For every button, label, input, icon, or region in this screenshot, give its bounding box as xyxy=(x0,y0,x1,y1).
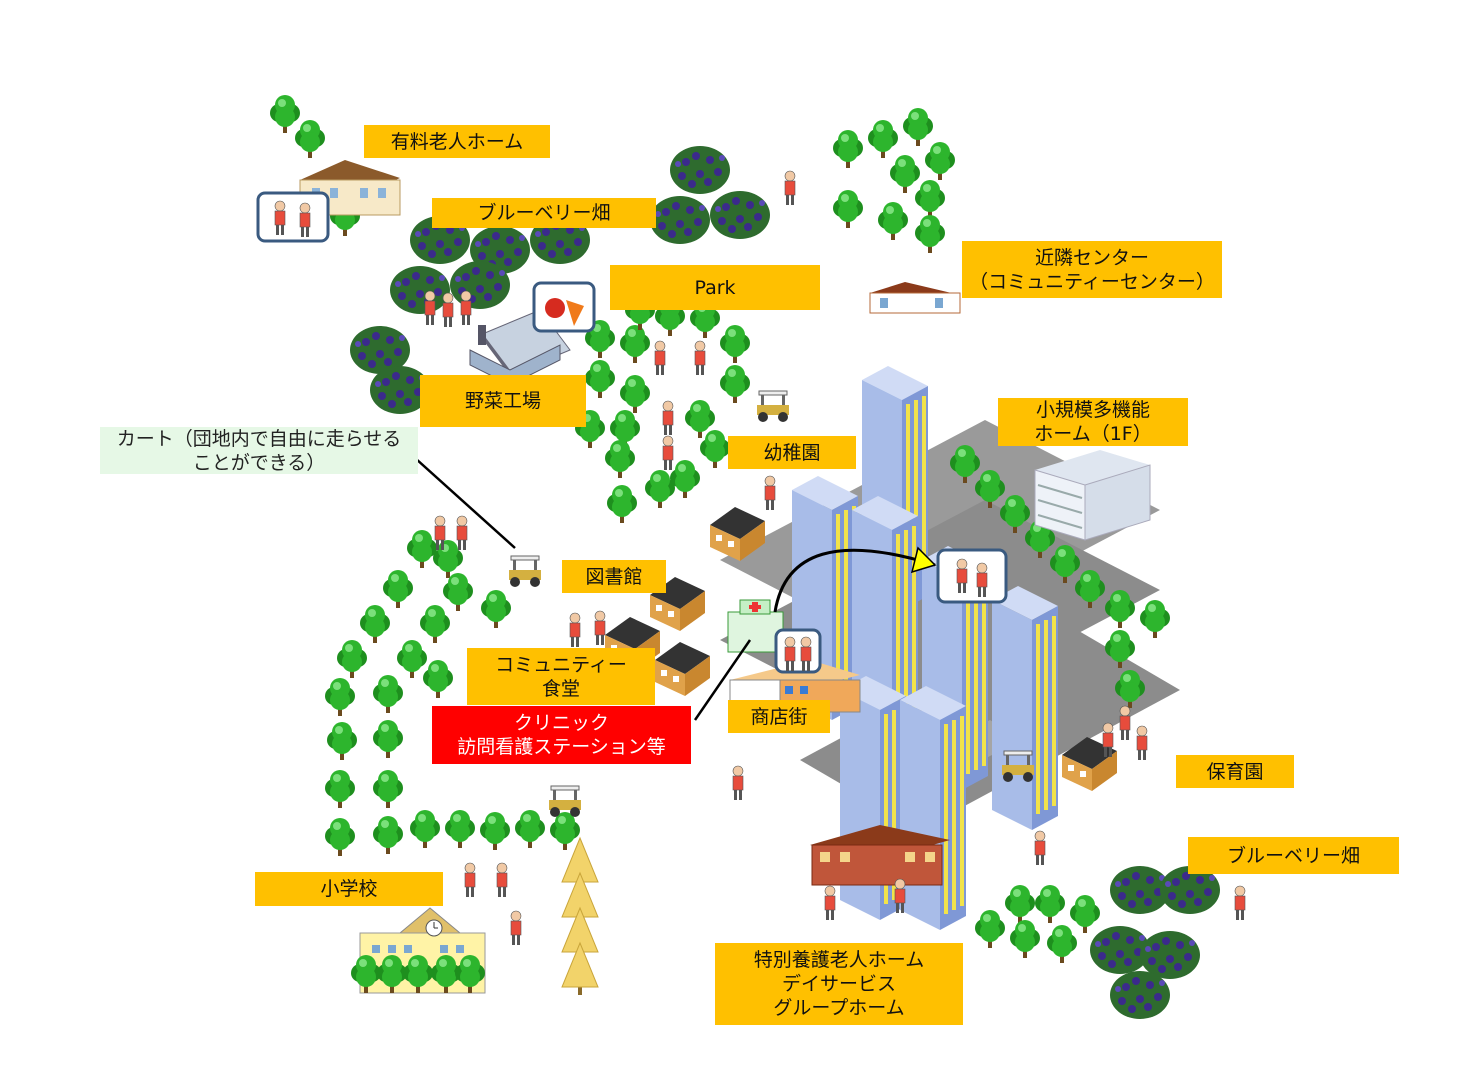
label-neighborhood-center: 近隣センター （コミュニティーセンター） xyxy=(962,241,1222,298)
label-paid-nursing-home: 有料老人ホーム xyxy=(364,125,550,158)
label-vegetable-factory: 野菜工場 xyxy=(420,375,586,427)
label-community-dining: コミュニティー 食堂 xyxy=(467,648,655,705)
special-nursing-home-building xyxy=(810,825,950,886)
label-small-multifunction-home: 小規模多機能 ホーム（1F） xyxy=(998,398,1188,446)
elementary-school-building xyxy=(351,907,486,994)
label-elementary-school: 小学校 xyxy=(255,872,443,906)
clinic-building xyxy=(727,599,784,653)
blueberry-field-bottom xyxy=(1090,866,1220,1019)
neighborhood-center-building xyxy=(869,282,961,314)
vegetables-icon xyxy=(532,281,596,333)
label-blueberry-field-bottom: ブルーベリー畑 xyxy=(1188,837,1399,874)
label-nursery: 保育園 xyxy=(1176,755,1294,788)
doctor-icon-clinic xyxy=(774,628,822,674)
resident-icon-nursing-home xyxy=(256,191,330,243)
small-multifunction-home-building xyxy=(1034,450,1151,541)
connector-lines xyxy=(404,448,752,721)
ginkgo-trees xyxy=(561,837,599,996)
label-clinic: クリニック 訪問看護ステーション等 xyxy=(432,706,691,764)
label-park: Park xyxy=(610,265,820,310)
label-shopping-street: 商店街 xyxy=(728,700,830,733)
care-icon-multifunction-home xyxy=(936,548,1008,604)
label-blueberry-field-top: ブルーベリー畑 xyxy=(432,198,656,228)
label-kindergarten: 幼稚園 xyxy=(728,436,856,469)
label-library: 図書館 xyxy=(562,560,666,593)
visit-arrow xyxy=(773,546,937,613)
label-cart-note: カート（団地内で自由に走らせる ことができる） xyxy=(100,427,418,474)
label-special-nursing-home: 特別養護老人ホーム デイサービス グループホーム xyxy=(715,943,963,1025)
